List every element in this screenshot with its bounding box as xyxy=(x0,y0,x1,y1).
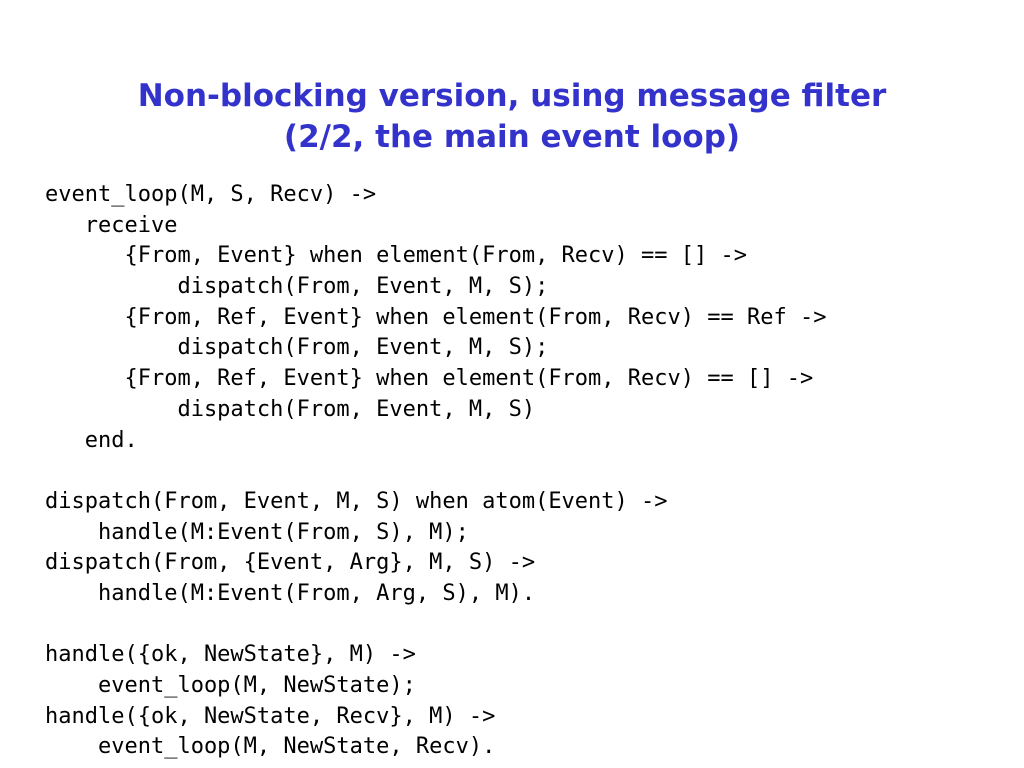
code-line: {From, Event} when element(From, Recv) =… xyxy=(45,243,747,269)
code-line: {From, Ref, Event} when element(From, Re… xyxy=(45,304,827,330)
code-line: handle({ok, NewState, Recv}, M) -> xyxy=(45,703,496,729)
code-line: event_loop(M, NewState); xyxy=(45,673,416,698)
title-line-2: (2/2, the main event loop) xyxy=(283,119,741,155)
code-line: handle(M:Event(From, S), M); xyxy=(45,519,469,545)
code-line: dispatch(From, Event, M, S); xyxy=(45,335,549,361)
code-line: end. xyxy=(45,427,138,453)
code-line: handle(M:Event(From, Arg, S), M). xyxy=(45,580,536,606)
code-line: dispatch(From, Event, M, S); xyxy=(45,274,549,300)
code-line: event_loop(M, S, Recv) -> xyxy=(45,182,377,207)
code-line: receive xyxy=(45,212,178,238)
code-block: event_loop(M, S, Recv) -> receive {From,… xyxy=(45,180,826,763)
code-line: {From, Ref, Event} when element(From, Re… xyxy=(45,366,814,392)
code-line xyxy=(45,456,826,487)
code-line: handle({ok, NewState}, M) -> xyxy=(45,642,416,668)
code-line: dispatch(From, Event, M, S) when atom(Ev… xyxy=(45,488,668,514)
code-line: dispatch(From, Event, M, S) xyxy=(45,396,536,422)
code-line xyxy=(45,610,826,641)
title-line-1: Non-blocking version, using message filt… xyxy=(137,78,887,114)
code-line: event_loop(M, NewState, Recv). xyxy=(45,734,496,760)
slide-title: Non-blocking version, using message filt… xyxy=(0,76,1024,158)
code-line: dispatch(From, {Event, Arg}, M, S) -> xyxy=(45,550,536,576)
